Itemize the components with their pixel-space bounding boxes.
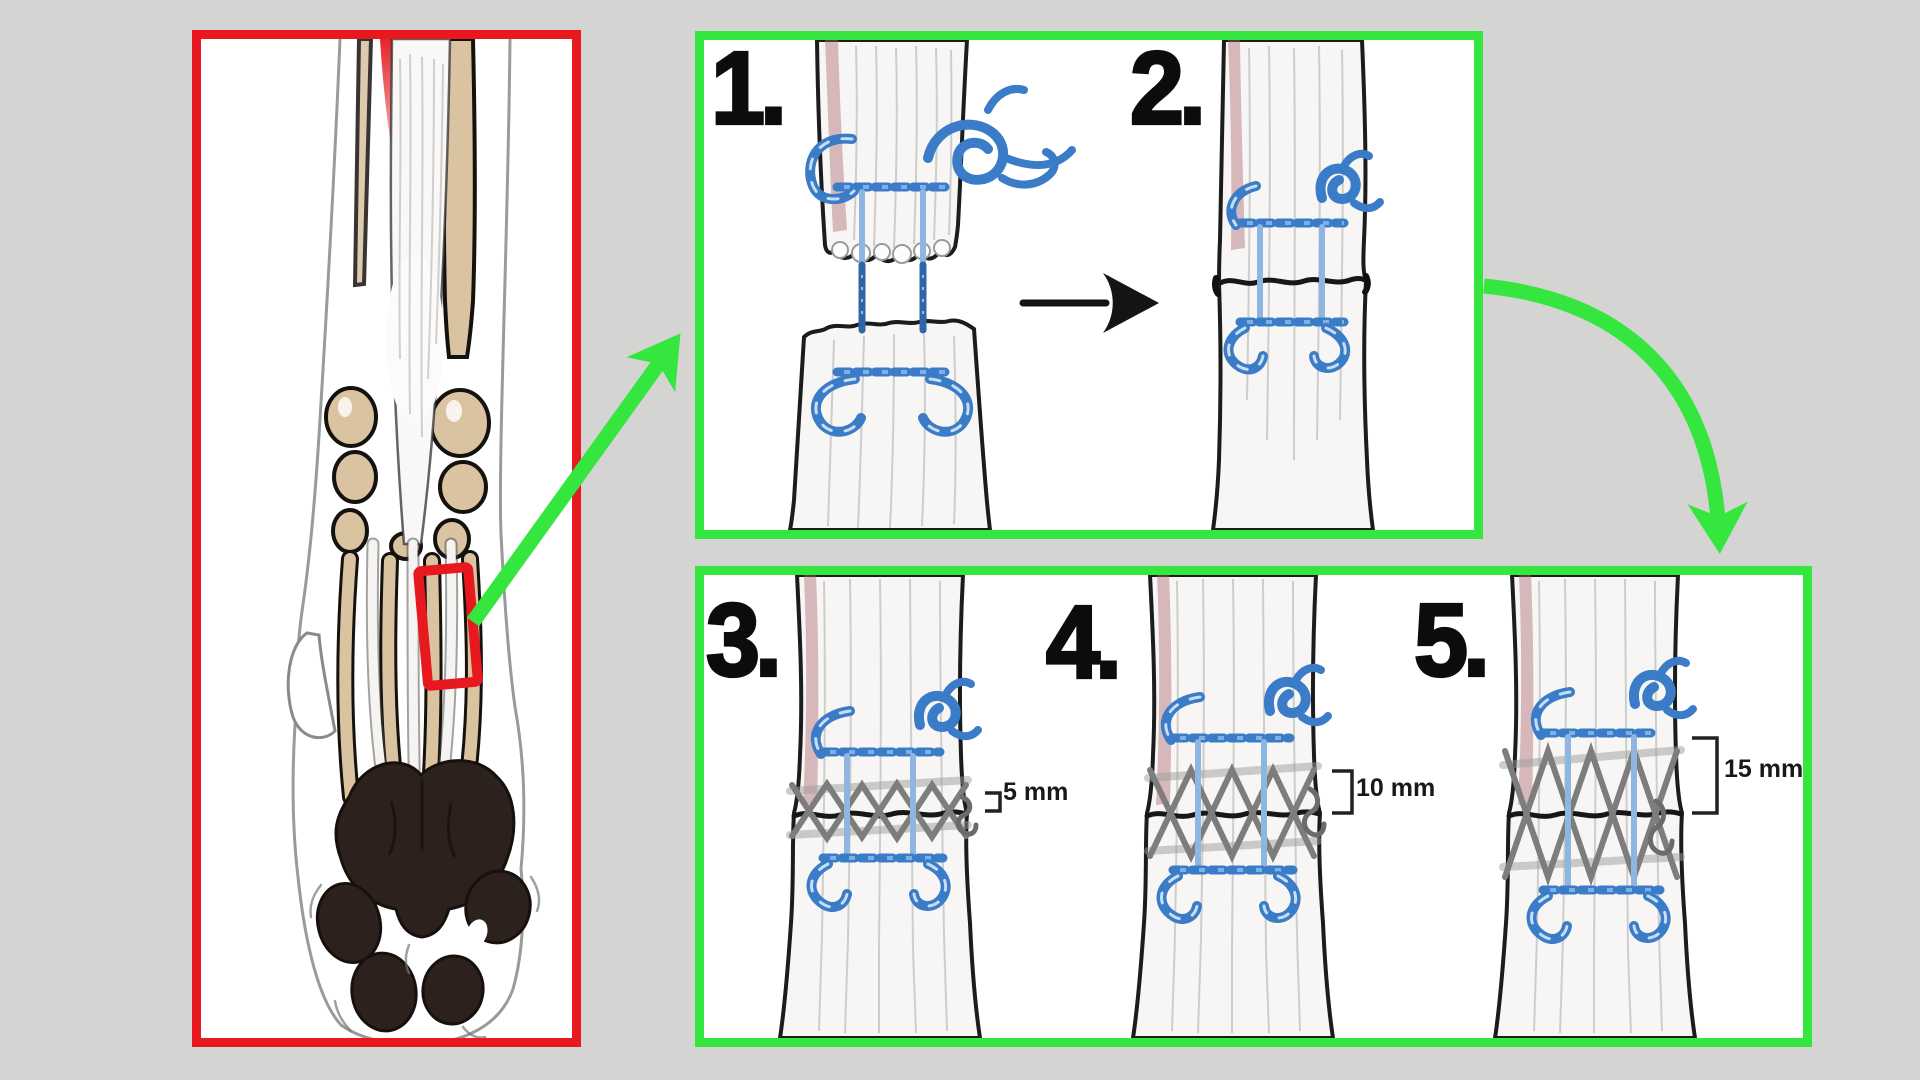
core-suture-step5 bbox=[1526, 656, 1697, 944]
epitendinous-band-10mm bbox=[1144, 762, 1327, 863]
epitendinous-band-5mm bbox=[786, 776, 979, 844]
steps-3-5-panel bbox=[695, 566, 1812, 1047]
canine-forelimb-illustration bbox=[286, 39, 541, 1038]
paw-pads bbox=[309, 759, 541, 1038]
flow-arrow-right-icon bbox=[1019, 273, 1159, 333]
step-3-label: 3. bbox=[705, 582, 784, 698]
repair-junction-line bbox=[1217, 276, 1368, 286]
core-suture-step3 bbox=[806, 677, 982, 912]
measurement-5mm-label: 5 mm bbox=[1003, 778, 1069, 806]
step-4-label: 4. bbox=[1045, 584, 1124, 700]
core-suture-step2 bbox=[1223, 149, 1384, 375]
dewclaw-outline bbox=[286, 631, 337, 740]
repaired-tendon-step2 bbox=[1210, 40, 1376, 530]
steps-3-5-illustration bbox=[704, 575, 1719, 1038]
steps-1-2-panel bbox=[695, 31, 1483, 539]
core-suture-step4 bbox=[1156, 663, 1332, 924]
tendon-stump-upper bbox=[814, 40, 970, 264]
core-suture-step1 bbox=[805, 85, 1076, 437]
measurement-bracket-15mm bbox=[1692, 736, 1719, 815]
anatomy-panel bbox=[192, 30, 581, 1047]
epitendinous-band-15mm bbox=[1499, 741, 1685, 887]
panel-link-green-curved-arrow-icon bbox=[1483, 278, 1748, 554]
measurement-bracket-10mm bbox=[1332, 769, 1354, 815]
step-5-label: 5. bbox=[1413, 582, 1492, 698]
measurement-15mm-label: 15 mm bbox=[1724, 755, 1804, 783]
step-1-label: 1. bbox=[710, 30, 789, 146]
step-2-label: 2. bbox=[1129, 30, 1208, 146]
measurement-10mm-label: 10 mm bbox=[1356, 774, 1436, 802]
tendon-step4 bbox=[1133, 575, 1333, 1038]
measurement-bracket-5mm bbox=[985, 791, 1002, 813]
steps-1-2-illustration bbox=[787, 40, 1384, 530]
